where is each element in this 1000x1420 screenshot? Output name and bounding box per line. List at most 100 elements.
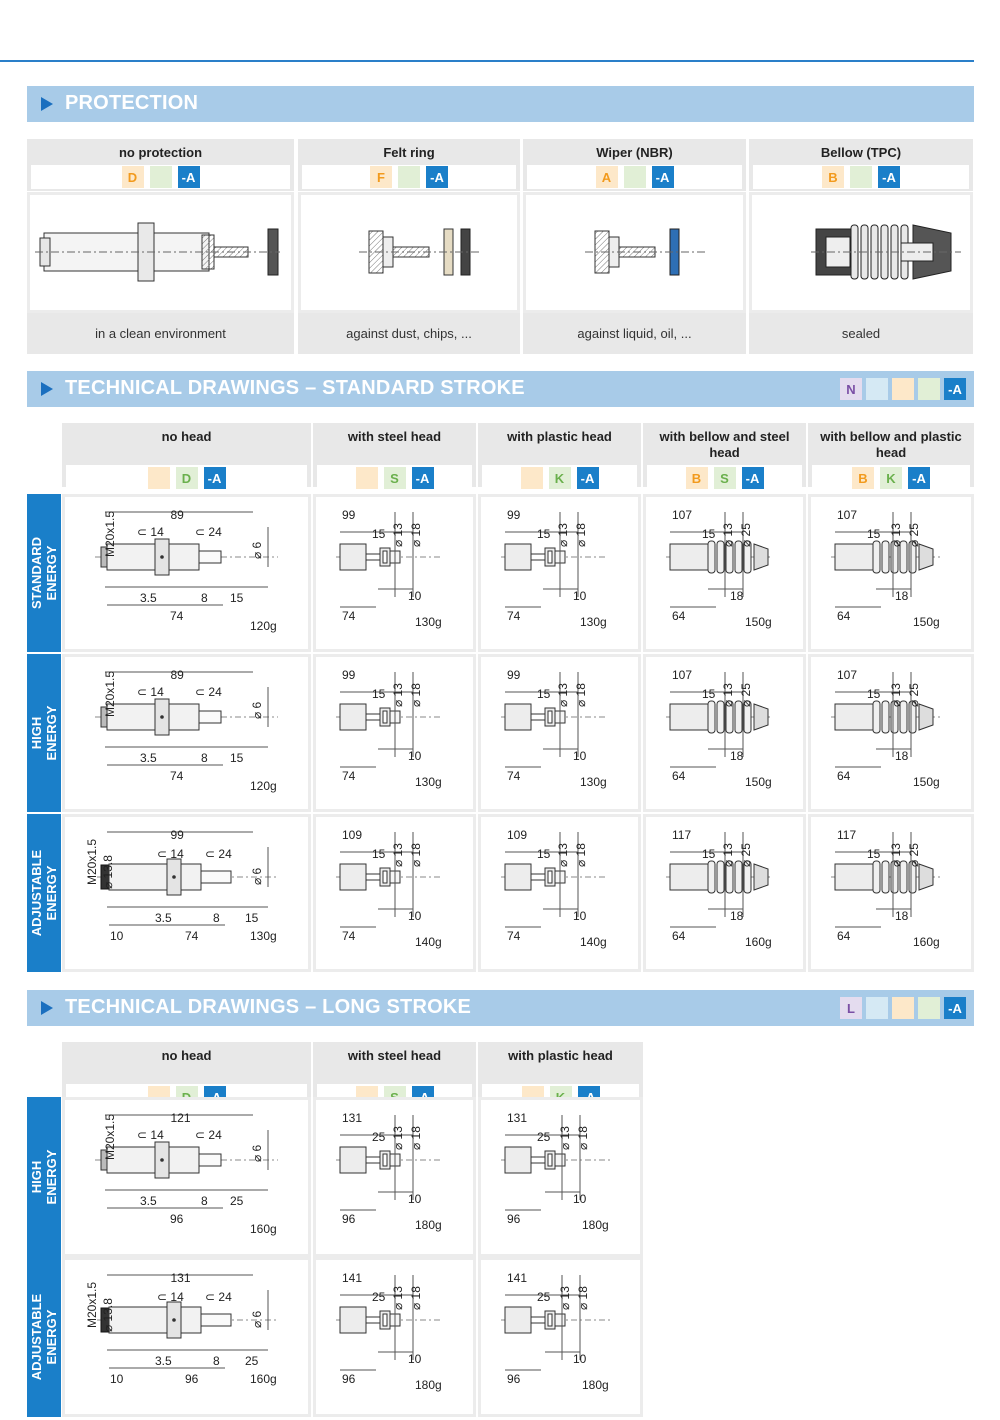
body-length-label: 74 xyxy=(342,769,356,783)
order-code-badge xyxy=(520,467,543,489)
dimension-label: 3.5 xyxy=(155,911,172,925)
total-length-label: 107 xyxy=(837,508,858,522)
column-label: Bellow (TPC) xyxy=(820,145,902,160)
dimension-label: 8 xyxy=(201,1194,208,1208)
section-title: TECHNICAL DRAWINGS – LONG STROKE xyxy=(65,996,472,1018)
diameter-label: ⌀ 18 xyxy=(409,843,423,867)
body-length-label: 74 xyxy=(170,609,184,623)
diameter-label: ⌀ 13.8 xyxy=(101,855,115,889)
dimension-label: 10 xyxy=(573,589,587,603)
body-length-label: 96 xyxy=(185,1372,199,1386)
dimension-label: 15 xyxy=(230,591,244,605)
order-codes: D-A xyxy=(66,465,307,491)
wrench-size-label: ⊂ 14 xyxy=(137,685,164,699)
stroke-label: 15 xyxy=(537,527,551,541)
wrench-size-label: ⊂ 14 xyxy=(137,525,164,539)
dimension-label: 3.5 xyxy=(140,1194,157,1208)
dimension-label: 10 xyxy=(408,1192,422,1206)
total-length-label: 109 xyxy=(507,828,528,842)
total-length-label: 107 xyxy=(672,508,693,522)
stroke-label: 15 xyxy=(537,687,551,701)
total-length-label: 131 xyxy=(170,1271,191,1285)
protection-description: against dust, chips, ... xyxy=(346,326,472,341)
total-length-label: 131 xyxy=(342,1111,363,1125)
weight-label: 180g xyxy=(415,1218,442,1232)
wrench-size-label: ⊂ 14 xyxy=(137,1128,164,1142)
order-code-badge: -A xyxy=(576,467,599,489)
stroke-label: 25 xyxy=(372,1290,386,1304)
body-length-label: 74 xyxy=(507,769,521,783)
diameter-label: ⌀ 18 xyxy=(409,683,423,707)
total-length-label: 117 xyxy=(837,828,857,842)
order-code-badge: -A xyxy=(741,467,764,489)
triangle-arrow-icon xyxy=(41,382,53,396)
dimension-label: 10 xyxy=(408,909,422,923)
protection-illustration xyxy=(749,192,973,313)
body-length-label: 64 xyxy=(672,609,686,623)
section-title: PROTECTION xyxy=(65,92,199,114)
order-code-badge xyxy=(892,997,914,1019)
wrench-size-label: ⊂ 24 xyxy=(205,847,232,861)
protection-description: in a clean environment xyxy=(95,326,226,341)
diameter-label: ⌀ 13 xyxy=(889,683,903,707)
dimension-label: 18 xyxy=(895,909,909,923)
total-length-label: 141 xyxy=(507,1271,528,1285)
diameter-label: ⌀ 13 xyxy=(889,843,903,867)
triangle-arrow-icon xyxy=(41,97,53,111)
weight-label: 120g xyxy=(250,779,277,793)
body-length-label: 74 xyxy=(342,609,356,623)
column-label: Felt ring xyxy=(383,145,435,160)
diameter-label: ⌀ 18 xyxy=(574,523,588,547)
diameter-label: ⌀ 13 xyxy=(558,1126,572,1150)
total-length-label: 121 xyxy=(170,1111,191,1125)
diameter-label: ⌀ 13 xyxy=(556,683,570,707)
order-code-badge xyxy=(866,378,888,400)
weight-label: 130g xyxy=(580,775,607,789)
protection-section-bar: PROTECTION xyxy=(27,86,974,122)
body-length-label: 74 xyxy=(170,769,184,783)
order-code-badge: -A xyxy=(878,166,900,188)
order-code-badge: -A xyxy=(426,166,448,188)
weight-label: 160g xyxy=(745,935,772,949)
column-label: no head xyxy=(161,429,212,444)
dimension-label: 3.5 xyxy=(140,591,157,605)
thread-size-label: M20x1.5 xyxy=(85,1281,99,1328)
standard-stroke-section-bar: TECHNICAL DRAWINGS – STANDARD STROKE N-A xyxy=(27,371,974,407)
total-length-label: 141 xyxy=(342,1271,363,1285)
dimension-label: 3.5 xyxy=(155,1354,172,1368)
dimension-label: 8 xyxy=(201,751,208,765)
wrench-size-label: ⊂ 14 xyxy=(157,847,184,861)
dimension-label: 8 xyxy=(213,1354,220,1368)
stroke-label: 25 xyxy=(372,1130,386,1144)
diameter-label: ⌀ 18 xyxy=(576,1286,590,1310)
order-code-badge: -A xyxy=(411,467,434,489)
thread-size-label: M20x1.5 xyxy=(103,1113,117,1160)
dimension-label: 10 xyxy=(573,1352,587,1366)
thread-size-label: M20x1.5 xyxy=(103,670,117,717)
weight-label: 150g xyxy=(745,615,772,629)
diameter-label: ⌀ 13.8 xyxy=(101,1298,115,1332)
order-code-badge xyxy=(149,166,172,188)
wrench-size-label: ⊂ 24 xyxy=(195,1128,222,1142)
dimension-label: 18 xyxy=(730,909,744,923)
dimension-label: 15 xyxy=(245,911,259,925)
stroke-label: 25 xyxy=(537,1130,551,1144)
total-length-label: 99 xyxy=(342,668,356,682)
stroke-label: 15 xyxy=(702,527,716,541)
protection-description: against liquid, oil, ... xyxy=(577,326,692,341)
weight-label: 180g xyxy=(582,1378,609,1392)
column-label: Wiper (NBR) xyxy=(596,145,673,160)
